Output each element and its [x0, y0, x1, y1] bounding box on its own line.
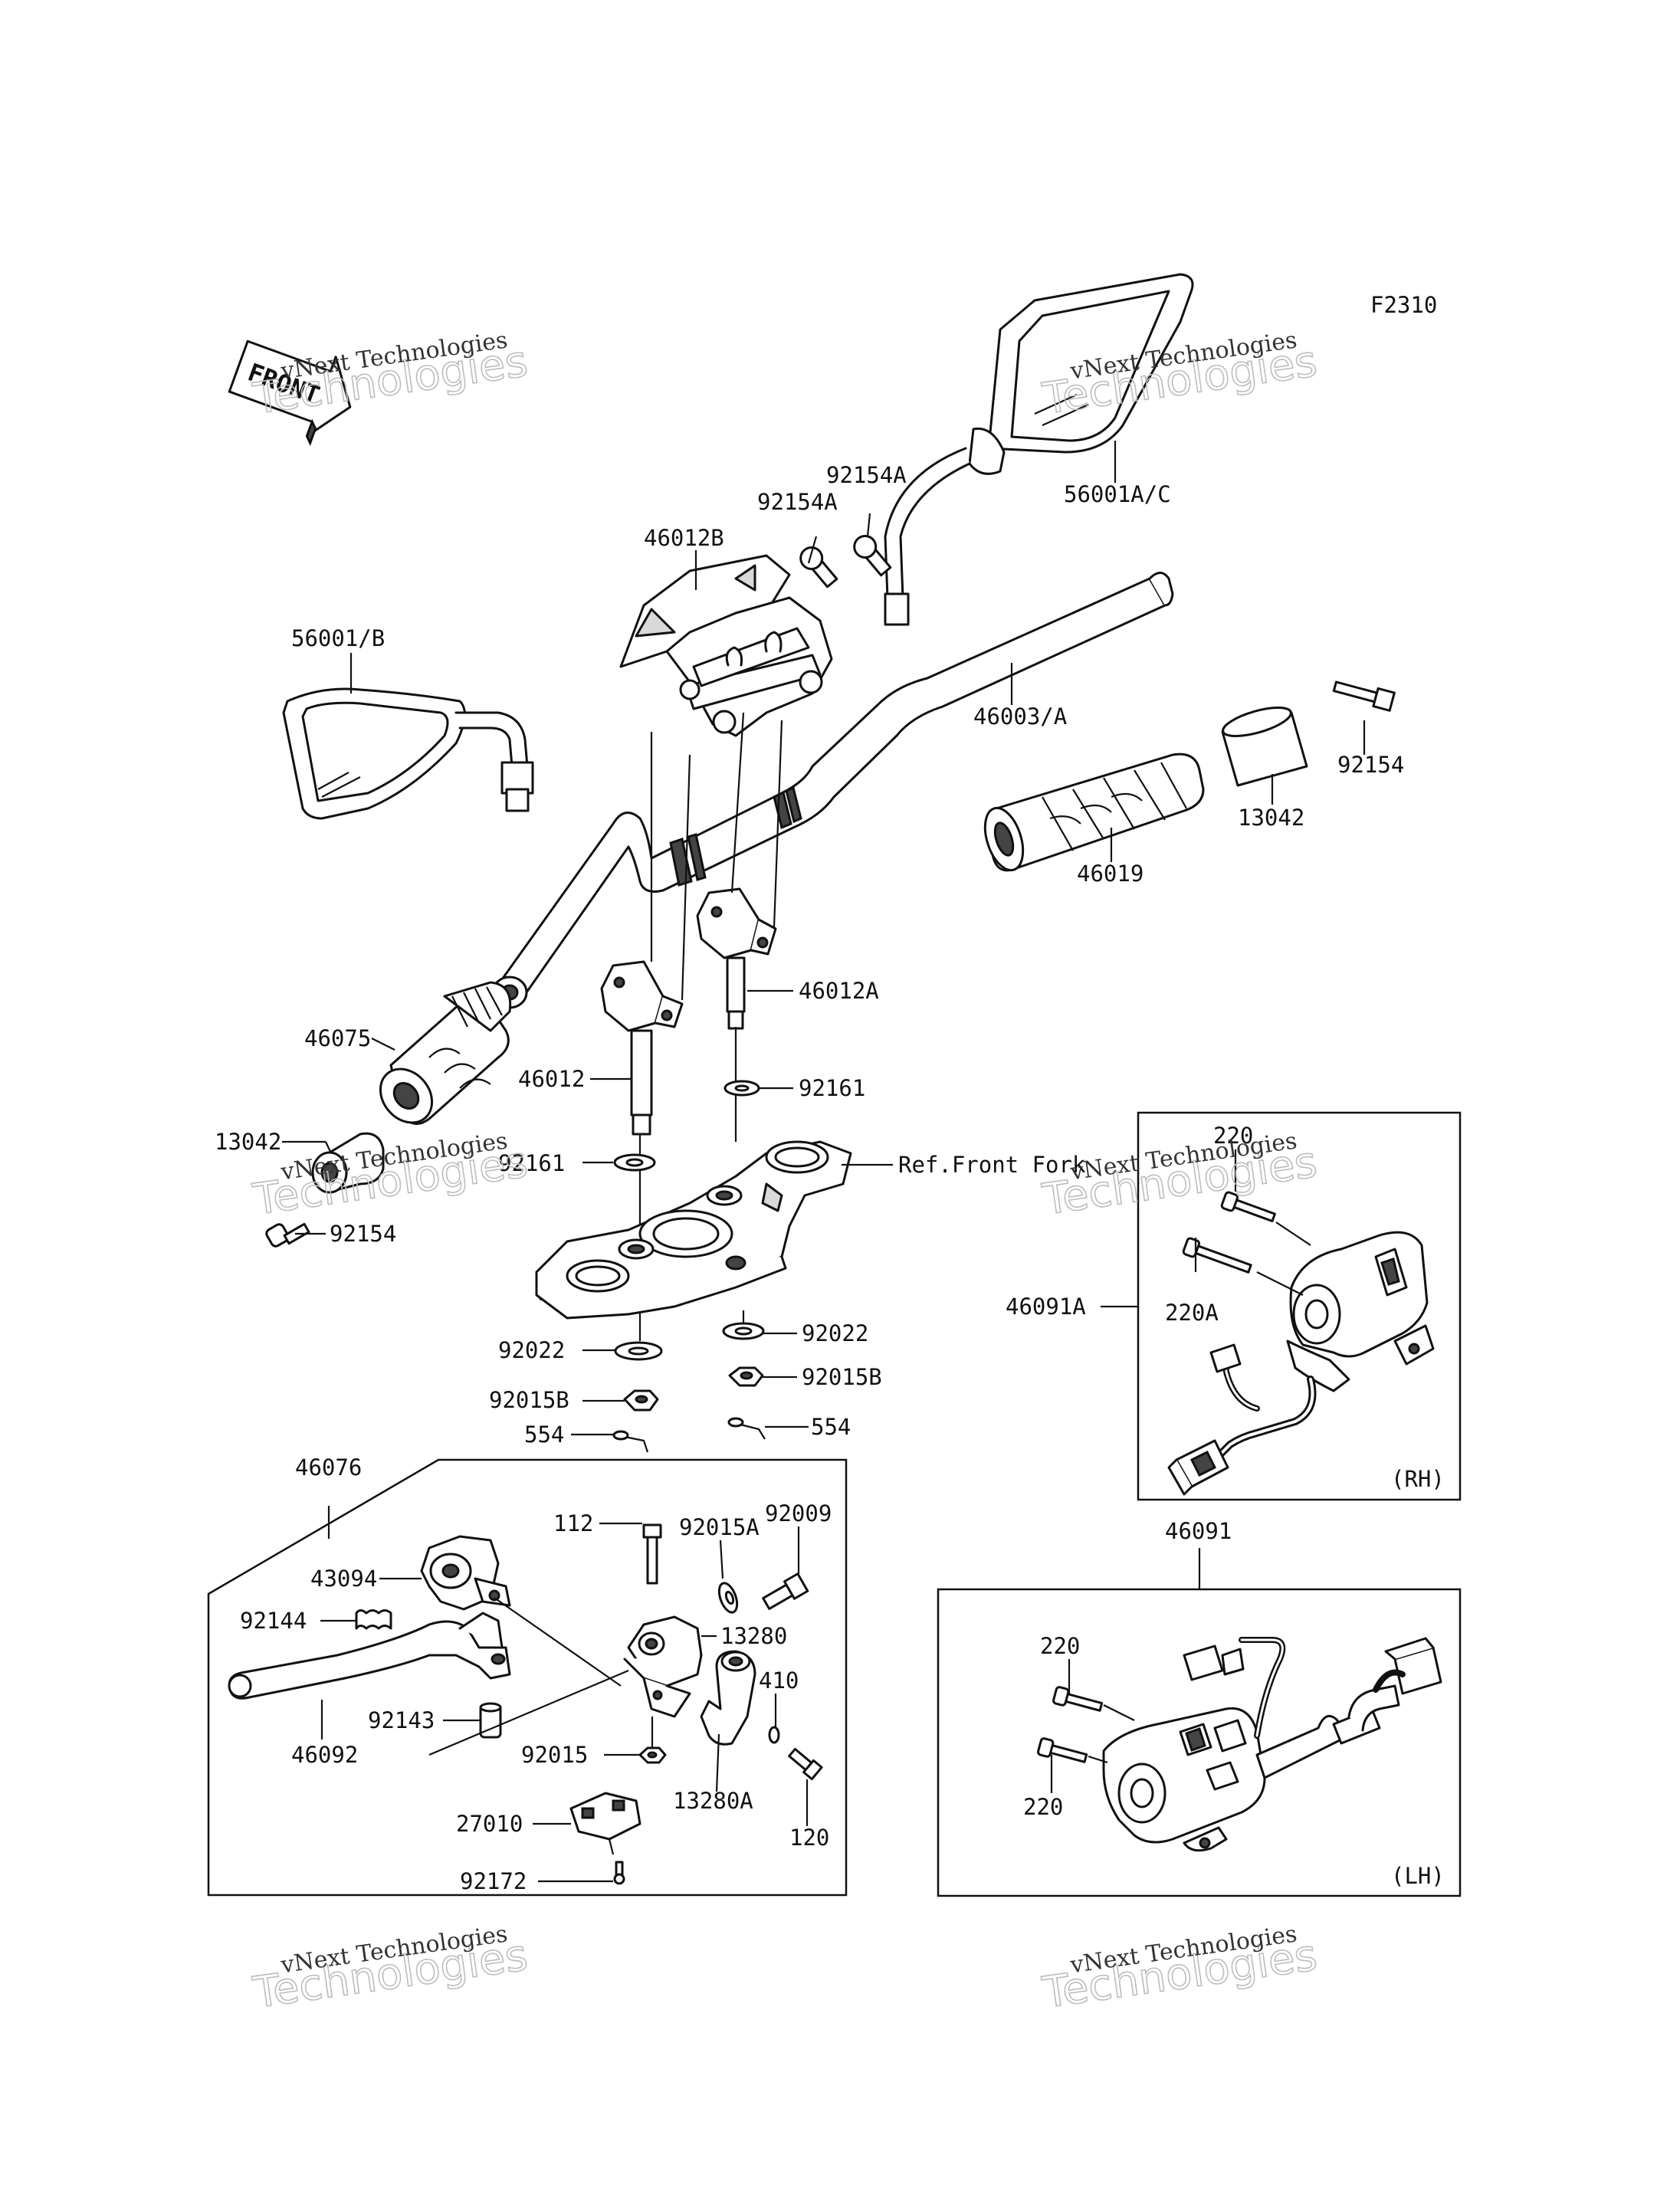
label-56001b: 56001/B	[291, 625, 385, 651]
label-ref-note: Ref.Front Fork	[898, 1152, 1086, 1178]
washer-92022-right-part	[722, 1322, 765, 1340]
label-92022-l: 92022	[498, 1337, 565, 1363]
label-13042-l: 13042	[215, 1129, 281, 1155]
label-112: 112	[553, 1510, 593, 1536]
bolt-112-part	[642, 1523, 662, 1585]
label-220-lh-2: 220	[1023, 1794, 1063, 1820]
watermark-4: Technologies vNext Technologies	[1039, 1127, 1321, 1225]
label-92154-r: 92154	[1337, 752, 1404, 778]
label-46075: 46075	[304, 1025, 371, 1051]
mirror-left-part	[282, 687, 534, 820]
watermark-3: Technologies vNext Technologies	[249, 1127, 531, 1225]
screw-120-part	[788, 1747, 823, 1781]
label-13042-r: 13042	[1238, 805, 1304, 831]
label-92022-r: 92022	[802, 1320, 868, 1346]
watermark-5: Technologies vNext Technologies	[249, 1920, 531, 2018]
clamp-13280-part	[623, 1615, 703, 1718]
part-labels: 56001A/C 92154A 92154A 46012B 56001/B 46…	[215, 462, 1445, 1894]
handlebar-part	[491, 572, 1174, 1009]
label-46003a: 46003/A	[973, 703, 1067, 730]
cotter-pin-554-left-part	[612, 1430, 649, 1453]
rh-switch-part	[1167, 1231, 1435, 1496]
washer-92022-left-part	[614, 1341, 663, 1361]
label-92015a: 92015A	[679, 1514, 760, 1540]
label-92154a-2: 92154A	[757, 489, 838, 515]
label-410: 410	[759, 1667, 799, 1694]
label-220a: 220A	[1165, 1300, 1219, 1326]
label-92161-r: 92161	[799, 1075, 865, 1101]
label-43094: 43094	[310, 1566, 377, 1592]
label-92154-l: 92154	[330, 1221, 396, 1247]
lever-holder-43094-part	[420, 1535, 511, 1611]
switch-27010-part	[569, 1792, 641, 1855]
label-27010: 27010	[456, 1811, 523, 1837]
bolt-92154a-b-part	[853, 534, 892, 577]
sleeve-13042-left-part	[311, 1132, 385, 1194]
label-46091: 46091	[1165, 1518, 1232, 1544]
label-46092: 46092	[291, 1742, 358, 1768]
cotter-pin-554-right-part	[727, 1417, 766, 1440]
label-46019: 46019	[1077, 861, 1144, 887]
washer-92161-left-part	[613, 1153, 656, 1172]
label-92015b-l: 92015B	[489, 1387, 569, 1413]
bolt-92154-right-part	[1332, 680, 1396, 712]
sleeve-13042-right-part	[1221, 707, 1308, 787]
nut-92015b-right-part	[728, 1366, 764, 1387]
label-92161-l: 92161	[498, 1150, 565, 1176]
front-arrow: FRONT	[228, 339, 352, 447]
screw-220-lh-a-part	[1052, 1686, 1104, 1712]
watermark-6: Technologies vNext Technologies	[1039, 1920, 1321, 2018]
label-92143: 92143	[368, 1707, 435, 1733]
label-554-l: 554	[524, 1421, 564, 1448]
riser-46012a-part	[696, 887, 777, 1030]
clamp-13280a-part	[700, 1650, 756, 1746]
grip-46075-part	[379, 981, 512, 1125]
label-92172: 92172	[460, 1868, 527, 1894]
watermark-1: Technologies vNext Technologies	[249, 326, 531, 425]
washer-410-part	[768, 1726, 780, 1744]
label-120: 120	[789, 1825, 829, 1851]
label-13280: 13280	[720, 1623, 787, 1649]
label-46012a: 46012A	[799, 978, 879, 1004]
label-554-r: 554	[811, 1414, 851, 1440]
label-46091a: 46091A	[1006, 1294, 1086, 1320]
label-92154a-1: 92154A	[826, 462, 907, 488]
label-56001ac: 56001A/C	[1064, 481, 1171, 507]
upper-clamp-part	[619, 554, 833, 737]
screw-92172-part	[613, 1861, 625, 1885]
label-92015: 92015	[521, 1742, 588, 1768]
label-rh: (RH)	[1391, 1466, 1445, 1492]
lever-frame	[207, 1458, 848, 1897]
screw-220-rh-part	[1220, 1191, 1276, 1223]
triple-clamp-part	[535, 1140, 852, 1320]
bolt-92154a-a-part	[799, 546, 838, 589]
leader-lines	[282, 441, 1366, 1883]
bolt-92154-left-part	[265, 1222, 310, 1248]
label-92015b-r: 92015B	[802, 1364, 882, 1390]
figure-code: F2310	[1370, 292, 1437, 318]
lever-46092-part	[228, 1612, 511, 1700]
label-92144: 92144	[240, 1608, 307, 1634]
label-220-lh-1: 220	[1040, 1633, 1080, 1659]
bolt-92009-part	[762, 1572, 809, 1610]
lh-switch-part	[1102, 1637, 1442, 1852]
washer-92015a-part	[717, 1582, 739, 1614]
label-220-rh: 220	[1213, 1123, 1253, 1149]
label-13280a: 13280A	[673, 1788, 753, 1814]
label-46076: 46076	[295, 1454, 362, 1481]
screw-220-lh-b-part	[1037, 1737, 1088, 1763]
nut-92015-part	[638, 1746, 667, 1764]
label-lh: (LH)	[1391, 1863, 1445, 1889]
label-46012: 46012	[518, 1066, 585, 1092]
nut-92015b-left-part	[623, 1389, 659, 1412]
washer-92161-right-part	[724, 1080, 760, 1097]
mirror-right-part	[884, 273, 1194, 626]
spring-92144-part	[355, 1609, 392, 1630]
riser-46012-part	[600, 960, 684, 1136]
screw-220a-part	[1182, 1237, 1252, 1274]
grip-46019-part	[983, 753, 1205, 872]
label-92009: 92009	[765, 1500, 832, 1526]
label-46012b: 46012B	[644, 525, 724, 551]
